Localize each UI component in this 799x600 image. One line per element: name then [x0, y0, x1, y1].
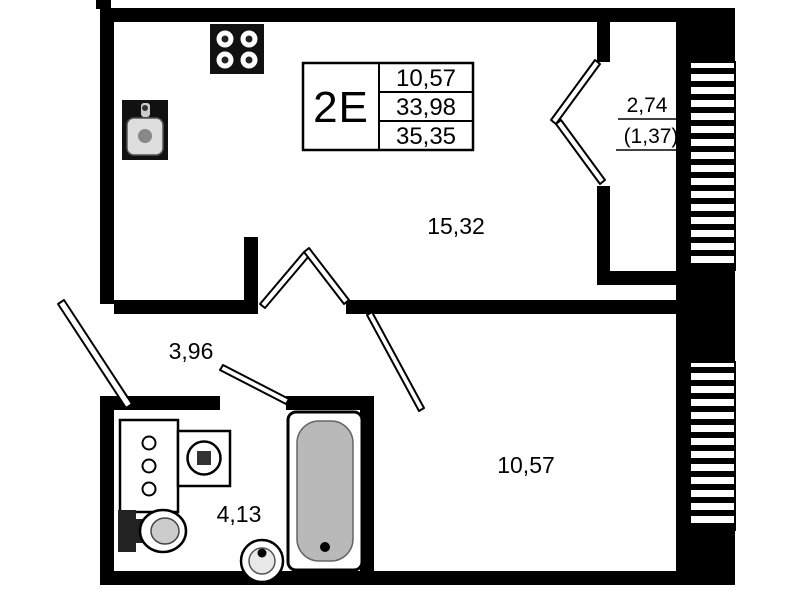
wall-balcony-divider-top — [597, 22, 610, 62]
walls — [96, 0, 690, 585]
room-labels: 15,32 3,96 4,13 10,57 2,74 (1,37) — [169, 94, 686, 527]
room-label-hallway: 3,96 — [169, 338, 214, 364]
area-table: 2E 10,57 33,98 35,35 — [301, 61, 475, 152]
annex-block-mid — [690, 270, 735, 362]
room-label-kitchen-living: 15,32 — [427, 213, 485, 239]
balcony-door-leaf-bottom — [555, 119, 606, 185]
hall-door-leaf-left — [259, 251, 310, 309]
entry-door-leaf — [57, 299, 133, 409]
wall-hallway-top — [114, 300, 244, 314]
room-label-bedroom: 10,57 — [497, 452, 555, 478]
wall-balcony-bottom — [597, 271, 690, 285]
toilet-icon — [118, 508, 188, 554]
stove-icon — [210, 24, 264, 74]
kitchen-sink-icon — [122, 100, 168, 160]
wall-outer-left-lower — [100, 396, 114, 585]
wall-bathroom-top-right — [286, 396, 374, 410]
wall-outer-bottom — [100, 571, 690, 585]
room-label-balcony: 2,74 — [627, 94, 668, 117]
unit-type-label: 2E — [313, 83, 369, 132]
washing-machine-icon — [176, 429, 232, 488]
wall-outer-top — [100, 8, 690, 22]
wall-balcony-divider-bottom — [597, 186, 610, 285]
wall-notch-top-left — [96, 0, 111, 9]
annex-block-bottom — [690, 530, 735, 585]
balcony-door-leaf-top — [550, 59, 601, 125]
room-label-bathroom: 4,13 — [217, 501, 262, 527]
hall-door-leaf-right — [303, 247, 350, 305]
area-row-1: 10,57 — [396, 65, 456, 92]
annex-stripes-bottom — [689, 361, 736, 531]
annex-stripes-top — [689, 61, 736, 271]
vanity-cabinet-icon — [118, 418, 180, 514]
bathtub-icon — [286, 410, 364, 572]
wall-outer-right — [676, 8, 690, 585]
doors — [57, 59, 606, 412]
wall-bathroom-top-left — [114, 396, 220, 410]
annex-block-top — [690, 8, 735, 62]
wall-top-mid — [346, 300, 676, 314]
area-row-3: 35,35 — [396, 123, 456, 150]
round-sink-icon — [239, 538, 285, 584]
right-annex — [689, 8, 736, 585]
wall-outer-left-upper — [100, 8, 114, 304]
bedroom-door-leaf — [366, 311, 425, 412]
area-row-2: 33,98 — [396, 94, 456, 121]
room-label-balcony-reduced: (1,37) — [624, 125, 679, 148]
bathroom-door-leaf — [219, 364, 290, 405]
wall-column-stub — [244, 237, 258, 314]
